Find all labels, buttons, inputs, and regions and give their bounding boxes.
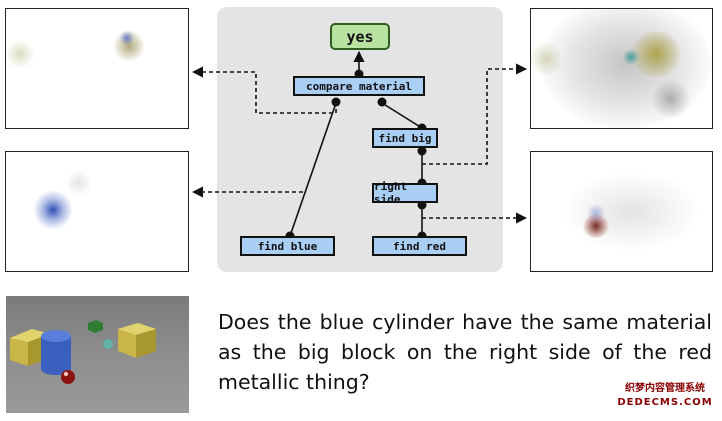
attention-blob — [531, 39, 561, 79]
attention-map-right-side — [530, 151, 713, 272]
attention-blob — [6, 39, 34, 69]
watermark-line2: DEDECMS.COM — [617, 397, 713, 408]
green-cube — [88, 320, 103, 333]
watermark-line1: 织梦内容管理系统 — [625, 383, 705, 394]
attention-blob — [34, 190, 72, 230]
module-find-blue: find blue — [240, 236, 335, 256]
attention-blob — [119, 31, 135, 45]
attention-blob — [631, 31, 681, 77]
attention-blob — [651, 79, 691, 119]
red-sphere — [61, 370, 75, 384]
module-right-side: right side — [372, 180, 438, 206]
scene-image — [6, 296, 189, 413]
module-compare-material: compare material — [293, 76, 425, 96]
attention-blob — [66, 170, 92, 196]
scene-objects — [10, 320, 156, 384]
attention-blob — [561, 172, 701, 252]
answer-node: yes — [330, 23, 390, 50]
attention-map-find-big — [530, 8, 713, 129]
attention-map-compare-material — [5, 8, 189, 129]
attention-blob — [623, 49, 639, 65]
module-find-red: find red — [372, 236, 467, 256]
attention-blob — [586, 204, 606, 222]
watermark: 织梦内容管理系统 DEDECMS.COM — [611, 382, 719, 414]
module-find-big: find big — [372, 128, 438, 148]
cyan-sphere — [103, 339, 113, 349]
attention-map-find-blue — [5, 151, 189, 272]
question-text: Does the blue cylinder have the same mat… — [218, 310, 712, 394]
